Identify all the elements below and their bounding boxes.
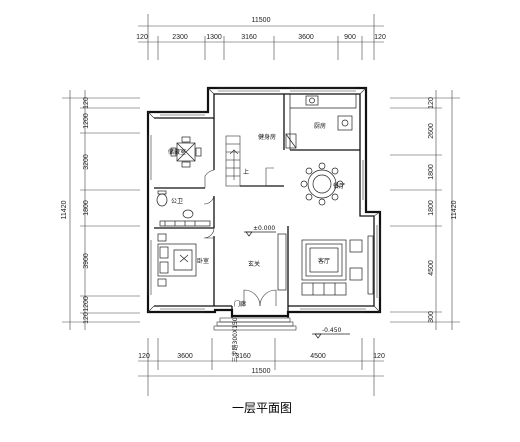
room-label-fitness: 健身房 <box>258 133 276 141</box>
top-seg-dim: 2300 <box>172 34 188 41</box>
windows <box>147 87 381 313</box>
step-note: 三步踏300X150 <box>231 317 239 362</box>
top-dimensions: 11500 120 2300 1300 3160 3600 900 120 <box>136 14 386 60</box>
left-seg-dim: 120 <box>83 97 90 109</box>
left-seg-dim: 1200 <box>83 113 90 129</box>
room-label-entry-door: 门廊 <box>234 300 246 308</box>
round-dining-table-icon <box>300 162 344 206</box>
left-seg-dim: 3900 <box>83 253 90 269</box>
right-dimensions: 120 2600 1800 1800 4500 300 11420 <box>390 90 460 330</box>
left-seg-dim: 1800 <box>83 200 90 216</box>
room-label-bedroom: 卧室 <box>197 257 209 265</box>
page-title: 一层平面图 <box>232 401 292 415</box>
bed-icon <box>157 233 197 287</box>
bottom-seg-dim: 4500 <box>310 353 326 360</box>
right-seg-dim: 1800 <box>428 164 435 180</box>
left-total-dim: 11420 <box>61 200 68 219</box>
top-seg-dim: 900 <box>344 34 356 41</box>
room-label-foyer: 玄关 <box>248 260 260 268</box>
room-label-storage: 储藏室 <box>168 148 186 156</box>
room-label-dining: 餐厅 <box>333 182 345 190</box>
room-label-living: 客厅 <box>318 257 330 265</box>
left-seg-dim: 3200 <box>83 154 90 170</box>
right-seg-dim: 120 <box>428 97 435 109</box>
left-dimensions: 11420 120 1200 3200 1800 3900 1200 120 <box>61 90 140 330</box>
left-seg-dim: 120 <box>83 312 90 324</box>
right-seg-dim: 2600 <box>428 123 435 139</box>
bottom-dimensions: 120 3600 3160 4500 120 11500 <box>138 338 385 396</box>
kitchen-counter-icon <box>285 94 357 150</box>
right-seg-dim: 1800 <box>428 200 435 216</box>
interior-walls <box>154 94 360 318</box>
right-total-dim: 11420 <box>451 200 458 219</box>
top-seg-dim: 120 <box>374 34 386 41</box>
bottom-seg-dim: 120 <box>373 353 385 360</box>
outdoor-level-marker: -0.450 <box>312 327 350 339</box>
bottom-seg-dim: 3160 <box>235 353 251 360</box>
floor-level-label: ±0.000 <box>253 225 275 232</box>
top-seg-dim: 1300 <box>206 34 222 41</box>
right-seg-dim: 4500 <box>428 260 435 276</box>
entry-steps <box>213 317 297 331</box>
left-seg-dim: 1200 <box>83 296 90 312</box>
top-total-dim: 11500 <box>252 17 271 24</box>
bathroom-fixtures-icon <box>156 190 211 227</box>
shoe-cabinet-icon <box>277 233 287 291</box>
room-label-kitchen: 厨房 <box>314 122 326 130</box>
room-label-bathroom: 公卫 <box>171 198 183 205</box>
bottom-seg-dim: 120 <box>138 353 150 360</box>
doors <box>203 169 277 307</box>
outdoor-level-label: -0.450 <box>322 327 342 334</box>
right-seg-dim: 300 <box>428 311 435 323</box>
top-seg-dim: 3600 <box>298 34 314 41</box>
sofa-set-icon <box>301 235 374 296</box>
stairs: 上 <box>225 135 274 187</box>
stair-up-label: 上 <box>243 168 249 176</box>
table-with-chairs-icon <box>170 136 202 168</box>
bottom-seg-dim: 3600 <box>177 353 193 360</box>
top-seg-dim: 3160 <box>241 34 257 41</box>
floor-level-marker: ±0.000 <box>244 225 276 237</box>
top-seg-dim: 120 <box>136 34 148 41</box>
bottom-total-dim: 11500 <box>252 368 271 375</box>
